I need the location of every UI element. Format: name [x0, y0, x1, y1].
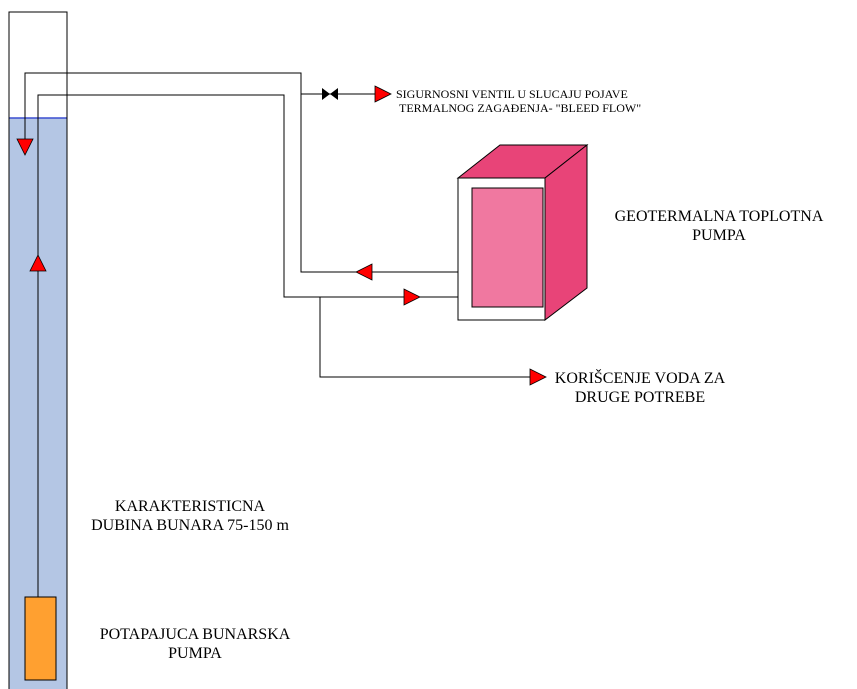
flow-arrow-down-well	[16, 138, 34, 156]
valve-label-line1: SIGURNOSNI VENTIL U SLUCAJU POJAVE	[396, 87, 628, 101]
depth-label-line1: KARAKTERISTICNA	[114, 498, 266, 515]
flow-arrow-to-heat-pump	[403, 288, 421, 306]
well-pump-label-line1: POTAPAJUCA BUNARSKA	[99, 626, 291, 643]
heat-pump-label-line1: GEOTERMALNA TOPLOTNA	[614, 208, 824, 225]
well-casing	[8, 11, 68, 689]
heat-pump-label: GEOTERMALNA TOPLOTNA PUMPA	[613, 207, 825, 245]
heat-pump-panel	[471, 187, 544, 308]
other-use-label: KORIŠCENJE VODA ZA DRUGE POTREBE	[546, 369, 734, 407]
valve-label: SIGURNOSNI VENTIL U SLUCAJU POJAVE TERMA…	[396, 87, 641, 116]
well-pump-label: POTAPAJUCA BUNARSKA PUMPA	[75, 625, 315, 663]
heat-pump-box	[456, 143, 589, 322]
bleed-valve-icon	[322, 88, 338, 100]
flow-arrow-up-well	[29, 254, 47, 272]
flow-arrows	[16, 85, 547, 386]
valve-label-line2: TERMALNOG ZAGAĐENJA- "BLEED FLOW"	[399, 101, 642, 116]
depth-label-line2: DUBINA BUNARA 75-150 m	[91, 517, 289, 535]
flow-arrow-other-use	[529, 368, 547, 386]
flow-arrow-from-heat-pump	[355, 263, 373, 281]
well-pump-label-line2: PUMPA	[168, 645, 222, 663]
return-pipe	[24, 72, 458, 273]
heat-pump-label-line2: PUMPA	[692, 227, 746, 245]
depth-label: KARAKTERISTICNA DUBINA BUNARA 75-150 m	[70, 497, 310, 535]
other-use-label-line1: KORIŠCENJE VODA ZA	[554, 370, 726, 387]
well-pump	[24, 596, 57, 681]
other-use-label-line2: DRUGE POTREBE	[574, 389, 706, 407]
flow-arrow-valve	[374, 85, 392, 103]
